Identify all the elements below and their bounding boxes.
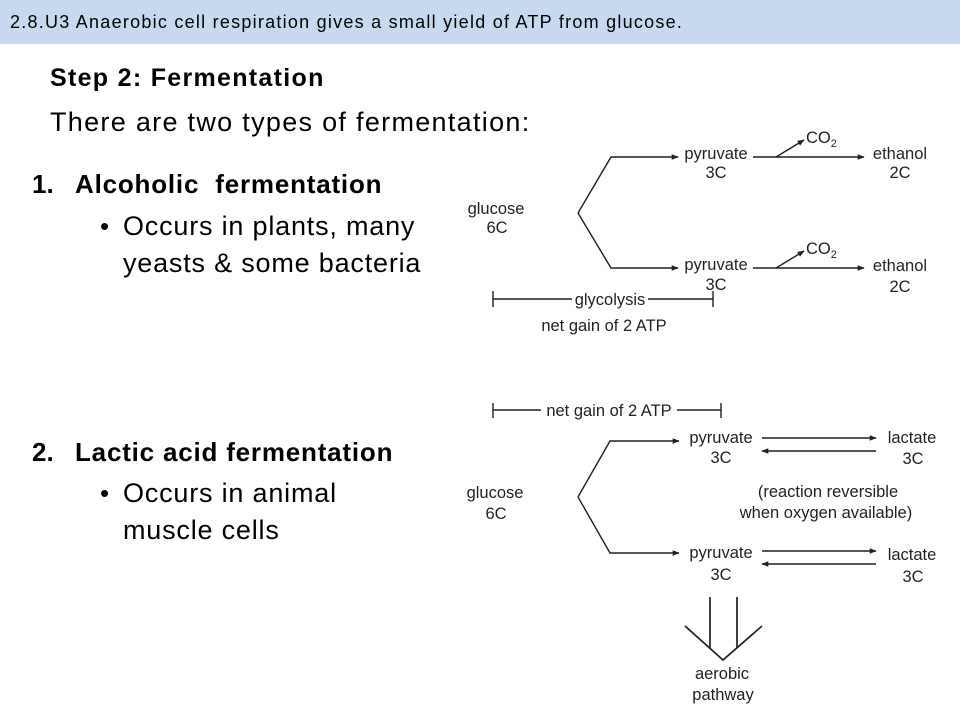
header-bar: 2.8.U3 Anaerobic cell respiration gives …: [0, 0, 960, 44]
section-heading: Alcoholic fermentation: [75, 169, 383, 199]
bullet-text: muscle cells: [123, 515, 280, 545]
ethanol-carbons-label: 2C: [889, 164, 910, 182]
lactate-label: lactate: [888, 429, 937, 447]
co2-label: CO2: [806, 129, 837, 150]
co2-subscript: 2: [831, 138, 837, 150]
co2-subscript: 2: [831, 249, 837, 261]
aerobic-pathway-label: aerobic: [695, 665, 749, 683]
slide-title: Step 2: Fermentation: [50, 64, 325, 92]
lactate-carbons-label: 3C: [902, 450, 923, 468]
co2-formula: CO: [806, 129, 831, 147]
pyruvate-label: pyruvate: [689, 544, 752, 562]
bullet-text: Occurs in plants, many: [123, 211, 416, 241]
pyruvate-carbons-label: 3C: [705, 276, 726, 294]
co2-formula: CO: [806, 240, 831, 258]
aerobic-pathway-label: pathway: [692, 686, 754, 704]
glucose-carbons-label: 6C: [486, 219, 507, 237]
slide-intro: There are two types of fermentation:: [50, 107, 531, 137]
bullet-marker: •: [100, 478, 110, 508]
bullet-text: Occurs in animal: [123, 478, 337, 508]
branch-arrow-lower: [577, 212, 679, 271]
pyruvate-carbons-label: 3C: [705, 164, 726, 182]
atp-yield-bracket: [492, 403, 722, 418]
pyruvate-carbons-label: 3C: [710, 566, 731, 584]
ethanol-label: ethanol: [873, 257, 927, 275]
co2-label: CO2: [806, 240, 837, 261]
ethanol-carbons-label: 2C: [889, 278, 910, 296]
pyruvate-label: pyruvate: [689, 429, 752, 447]
header-title: 2.8.U3 Anaerobic cell respiration gives …: [10, 12, 684, 32]
lactic-fermentation-diagram: net gain of 2 ATP glucose 6C pyruvate 3C…: [467, 402, 937, 704]
alcoholic-fermentation-diagram: glucose 6C pyruvate 3C CO2 ethanol 2C py…: [468, 129, 928, 335]
ethanol-label: ethanol: [873, 145, 927, 163]
atp-yield-label: net gain of 2 ATP: [541, 317, 666, 335]
pyruvate-label: pyruvate: [684, 145, 747, 163]
pyruvate-carbons-label: 3C: [710, 449, 731, 467]
glucose-label: glucose: [467, 484, 524, 502]
glucose-carbons-label: 6C: [485, 505, 506, 523]
section-heading: Lactic acid fermentation: [75, 437, 394, 467]
glycolysis-bracket: [492, 291, 714, 307]
section-number: 2.: [32, 437, 54, 467]
branch-arrow-upper: [577, 154, 679, 214]
pyruvate-label: pyruvate: [684, 256, 747, 274]
branch-arrow-upper: [577, 438, 680, 498]
aerobic-pathway-arrow: [684, 597, 763, 662]
co2-release-arrow: [775, 139, 805, 158]
section-number: 1.: [32, 169, 54, 199]
reversibility-note: when oxygen available): [739, 504, 912, 522]
lactate-label: lactate: [888, 546, 937, 564]
branch-arrow-lower: [577, 496, 680, 556]
bullet-text: yeasts & some bacteria: [123, 248, 422, 278]
lactate-carbons-label: 3C: [902, 568, 923, 586]
glucose-label: glucose: [468, 200, 525, 218]
co2-release-arrow: [775, 250, 805, 269]
bullet-marker: •: [100, 211, 110, 241]
atp-yield-label: net gain of 2 ATP: [546, 402, 671, 420]
reversibility-note: (reaction reversible: [758, 483, 898, 501]
glycolysis-label: glycolysis: [575, 291, 646, 309]
